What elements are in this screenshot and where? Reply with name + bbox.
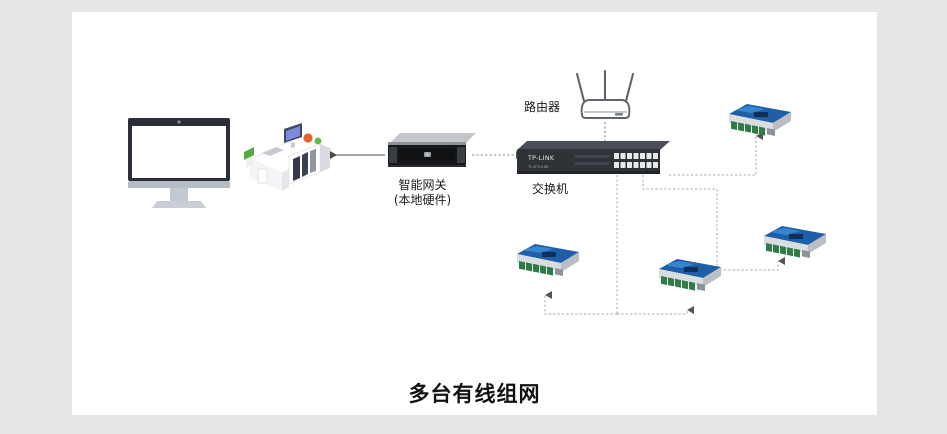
connection-lines-layer xyxy=(330,122,785,315)
svg-text:TP-LINK: TP-LINK xyxy=(527,155,555,162)
link-switch-to-controller-3 xyxy=(617,306,694,315)
controller-icon xyxy=(659,259,721,291)
monitor-icon xyxy=(128,118,230,208)
controller-icon xyxy=(517,244,579,276)
router-icon xyxy=(575,69,635,119)
gateway-label-line1: 智能网关 xyxy=(398,178,447,192)
link-switch-to-controller-2 xyxy=(544,291,617,315)
workstation-icon xyxy=(244,123,334,191)
gateway-label: 智能网关 (本地硬件) xyxy=(360,178,485,208)
diagram-card: TP-LINK TL-SF1016D xyxy=(72,12,877,415)
switch-label: 交换机 xyxy=(531,182,568,196)
link-switch-to-controller-4 xyxy=(642,175,785,271)
rack-server-icon xyxy=(388,133,476,167)
controller-icon xyxy=(729,104,791,136)
link-switch-to-controller-1 xyxy=(669,132,763,176)
svg-text:TL-SF1016D: TL-SF1016D xyxy=(527,165,549,169)
router-label: 路由器 xyxy=(523,100,560,114)
controller-icon xyxy=(764,226,826,258)
diagram-caption: 多台有线组网 xyxy=(408,382,541,406)
gateway-label-line2: (本地硬件) xyxy=(393,193,452,207)
network-switch-icon: TP-LINK TL-SF1016D xyxy=(517,141,670,174)
